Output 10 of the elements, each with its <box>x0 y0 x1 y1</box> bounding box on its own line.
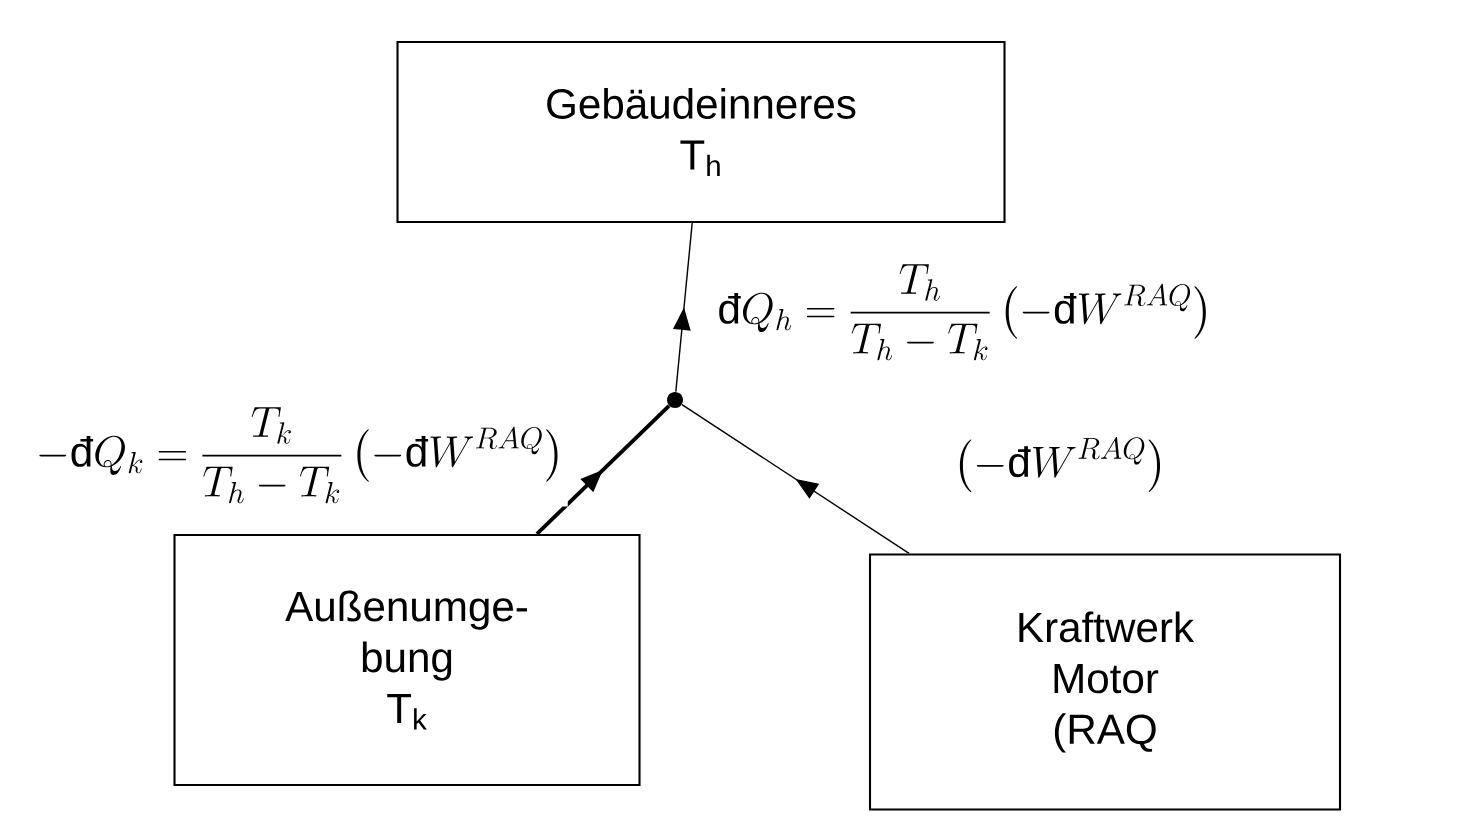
labeled-box: Außenumge- bung T$_{k}$ <box>173 533 641 787</box>
arrow <box>681 403 910 555</box>
labeled-box: Kraftwerk Motor (RAQ <box>868 553 1342 811</box>
arrow <box>672 222 693 393</box>
arrow <box>535 404 671 536</box>
junction-dot <box>667 392 683 408</box>
edge-label: $\text{đ}Q_{h}=\frac{T_{h}}{T_{h}-T_{k}}\left(-\text{đ}W^{RAQ}\right)$ <box>719 264 1206 361</box>
edge-label: $\left(-\text{đ}W^{RAQ}\right)$ <box>959 437 1161 492</box>
edge-label: $-\text{đ}Q_{k}=\frac{T_{k}}{T_{h}-T_{k}}\left(-\text{đ}W^{RAQ}\right)$ <box>39 407 558 504</box>
labeled-box: Gebäudeinneres T$_{h}$ <box>396 40 1006 224</box>
